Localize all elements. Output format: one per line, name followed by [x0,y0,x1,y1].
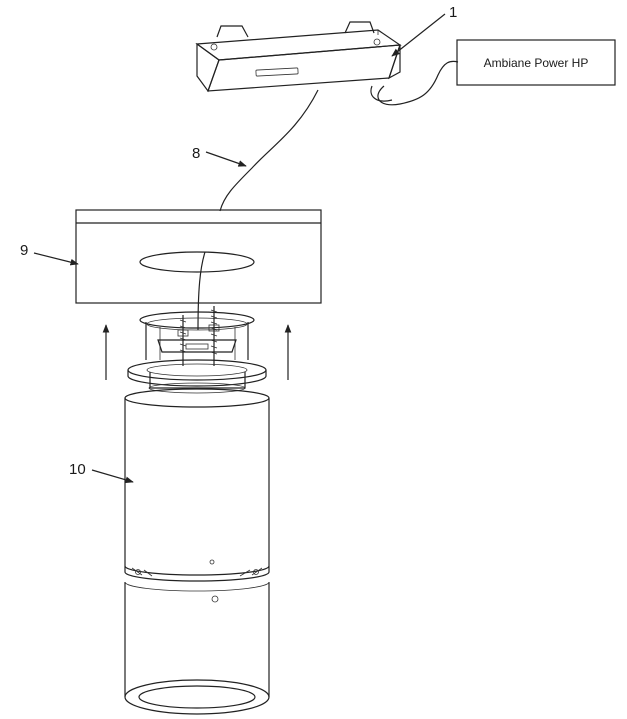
fixture-flange [127,359,267,394]
callout-label-9: 9 [20,242,28,259]
callout-1: 1 [391,4,457,57]
screw-icon [210,43,218,51]
output-cable [377,60,459,106]
power-box-label: Ambiane Power HP [484,56,589,70]
callout-8: 8 [192,145,247,167]
callout-10: 10 [69,461,134,484]
callout-label-8: 8 [192,145,200,162]
downlight-fixture [124,388,270,715]
callout-label-1: 1 [449,4,457,21]
screw-icon [373,38,381,46]
callout-9: 9 [20,242,79,266]
driver-housing [195,21,402,93]
supply-cable [219,89,319,212]
ceiling-plate [75,209,322,304]
callout-label-10: 10 [69,461,86,478]
mounting-bracket [139,306,255,366]
power-box: Ambiane Power HP [456,39,616,86]
